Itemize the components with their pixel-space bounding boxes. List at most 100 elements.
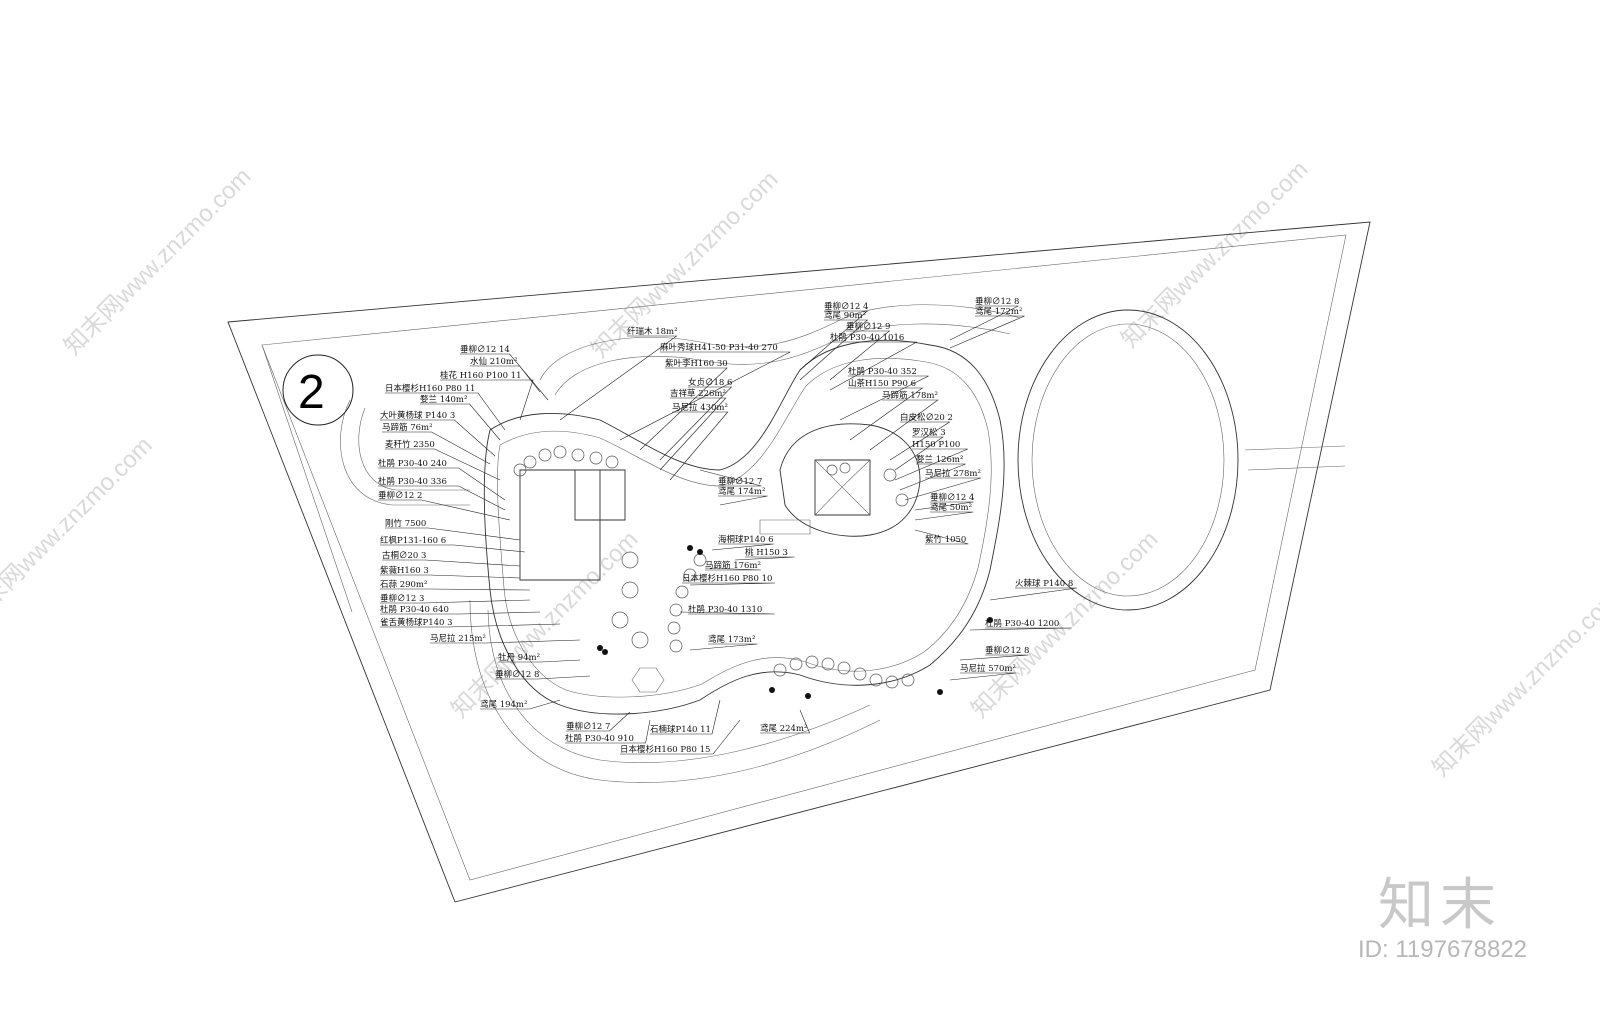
leader-line [480,699,561,710]
leader-line [704,567,761,571]
watermark-layer: 知末网www.znzmo.com [1116,156,1313,353]
planting-label: 红枫P131-160 6 [380,535,446,546]
leader-line [385,448,501,481]
planting-label: 马尼拉 430m² [672,402,728,413]
leader-line [889,421,951,461]
leader-line [382,431,491,465]
watermark-layer: 知末网www.znzmo.com [59,163,256,360]
planting-label: 垂柳∅12 9 [846,321,890,332]
leader-line [894,448,968,481]
planting-label: 紫竹 1050 [925,534,966,545]
leader-line [382,559,521,567]
leader-line [760,709,811,734]
planting-label: 罗汉松 3 [912,427,946,438]
planting-label: 杜鹃 P30-40 352 [848,366,917,377]
planting-label: 垂柳∅12 4 [930,492,974,503]
planting-label: 吉祥草 226m² [670,388,726,399]
planting-label: 紫薇H160 3 [380,565,429,576]
leader-line [949,672,1016,681]
planting-label: H150 P100 [912,440,960,450]
planting-label: 马蹄筋 76m² [382,422,433,433]
watermark-text: 知末网www.znzmo.com [0,432,158,629]
leader-line [969,627,1072,631]
planting-label: 杜鹃 P30-40 910 [565,733,634,744]
leader-line [385,392,506,431]
planting-label: 鸢尾 50m² [930,502,972,513]
planting-label: 垂柳∅12 4 [824,301,868,312]
leader-line [470,365,541,393]
leader-line [914,529,969,545]
leader-line [682,582,776,586]
leader-line [440,379,534,421]
planting-label: 杜鹃 P30-40 640 [380,604,449,615]
planting-label: 女贞∅18 6 [688,377,732,388]
planting-label: 鸢尾 172m² [975,306,1022,317]
planting-label: 马蹄筋 176m² [705,560,761,571]
leader-line [659,397,727,471]
leader-line [689,643,758,651]
leader-line [639,367,728,451]
planting-label: 垂柳∅12 14 [460,344,510,355]
leader-line [619,351,791,441]
leader-line [380,611,541,615]
planting-label: 垂柳∅12 8 [975,296,1019,307]
leader-line [378,467,506,501]
leader-line [420,403,501,441]
oval-lawn [1017,309,1239,611]
planting-label: 杜鹃 P30-40 1310 [688,604,762,615]
planting-label: 石蒜 290m² [380,579,427,590]
planting-label: 婺兰 140m² [420,394,467,405]
planting-label: 大叶黄杨球 P140 3 [380,410,455,421]
planting-label: 白皮松∅20 2 [900,412,953,423]
leader-line [659,386,733,461]
leader-line [495,675,591,680]
leader-line [829,341,917,391]
leader-line [679,611,775,615]
brand-watermark: 知末 [1378,873,1502,938]
planting-label: 鸢尾 194m² [480,699,527,710]
planting-label: 垂柳∅12 8 [985,645,1029,656]
leader-line [566,711,631,732]
sheet-number-badge: 2 [282,354,354,426]
leader-line [711,543,774,551]
planting-label: 鸢尾 173m² [708,634,755,645]
planting-label: 纤瑞木 18m² [627,326,678,337]
leader-line [380,588,531,591]
planting-label: 垂柳∅12 8 [495,669,539,680]
planting-label: 鸢尾 224m² [760,723,807,734]
watermark-text: 知末网www.znzmo.com [59,163,256,360]
image-id-watermark: ID: 1197678822 [1358,936,1528,963]
planting-label: 古桐∅20 3 [382,550,426,561]
planting-label: 桂花 H160 P100 11 [440,370,522,381]
leader-line [378,499,511,521]
planting-label: 日本樱杉H160 P80 10 [682,573,772,584]
leader-line [460,353,549,401]
planting-label: 垂柳∅12 7 [566,721,610,732]
leader-line [699,469,762,487]
leader-line [848,387,924,441]
planting-label: 杜鹃 P30-40 1016 [830,332,904,343]
planting-label: 马尼拉 570m² [960,663,1016,674]
leader-line [869,399,939,451]
planting-label: 鸢尾 174m² [718,486,765,497]
leader-line [718,495,768,506]
leader-line [380,599,531,604]
leader-line [914,511,974,521]
leader-line [620,719,741,755]
leader-line [650,699,721,735]
garden-outline [483,339,1005,715]
leader-line [839,375,929,421]
planting-label: 马尼拉 278m² [925,468,981,479]
planting-label: 杜鹃 P30-40 1200 [985,618,1059,629]
leader-line [799,310,869,371]
planting-label: 垂柳∅12 2 [378,490,422,501]
leader-line [949,305,1019,341]
watermark-layer: 知末网www.znzmo.com [0,432,158,629]
planting-label: 紫叶李H160 30 [665,358,728,369]
leader-line [380,574,521,579]
leader-line [799,319,869,381]
planting-label: 日本樱杉H160 P80 11 [385,383,475,394]
leader-line [430,639,581,644]
